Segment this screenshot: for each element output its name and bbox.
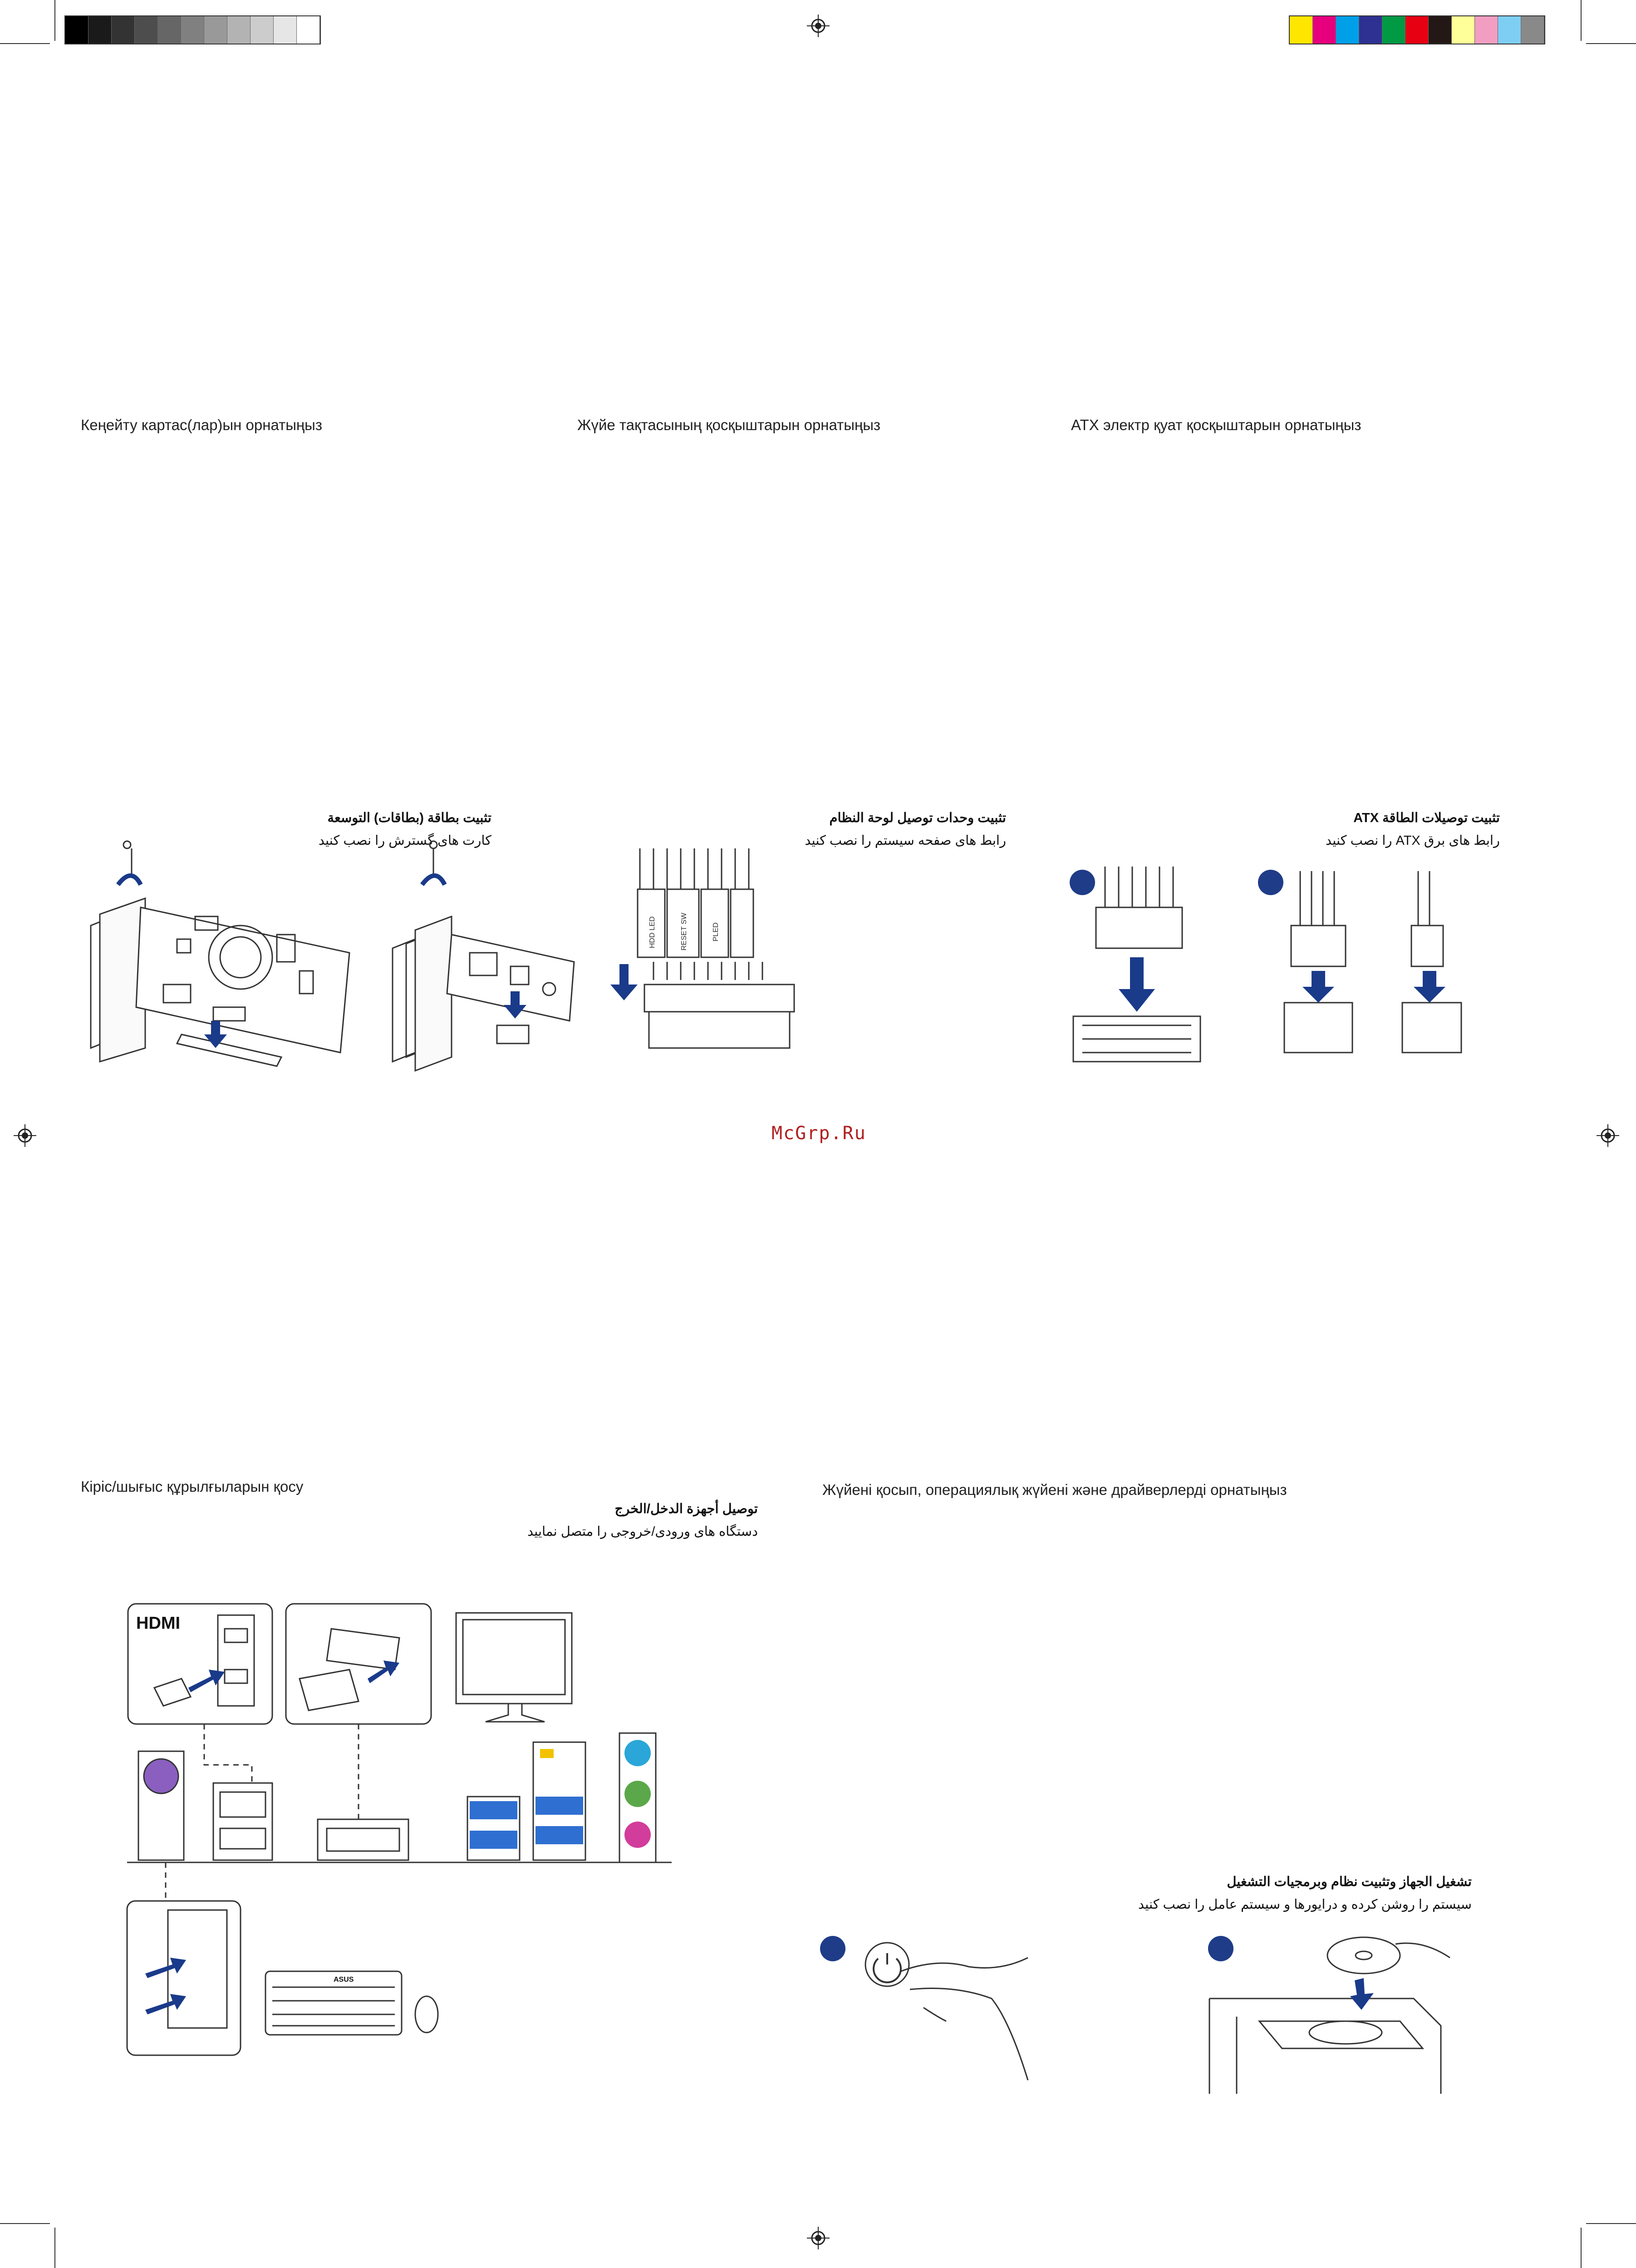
io-panel-illustration: HDMI ASUS	[126, 1603, 672, 2056]
registration-mark-left	[14, 1124, 36, 1147]
expansion-ar-title: تثبيت بطاقة (بطاقات) التوسعة	[327, 811, 491, 825]
gray-swatch	[251, 16, 274, 44]
crop-mark	[54, 2228, 55, 2268]
power-button-illustration: 1	[820, 1936, 1029, 2081]
dvd-install-illustration: 2	[1208, 1936, 1450, 2094]
atx-8pin-illustration: 2	[1258, 870, 1462, 1053]
expansion-card-illustration-small	[392, 840, 575, 1072]
gray-swatch	[112, 16, 135, 44]
gray-swatch	[297, 16, 320, 44]
process-swatch	[1452, 16, 1475, 44]
expansion-card-illustration-large	[90, 840, 350, 1067]
process-swatch	[1521, 16, 1544, 44]
gray-swatch	[274, 16, 297, 44]
gray-swatch	[65, 16, 88, 44]
process-swatch	[1405, 16, 1429, 44]
crop-mark	[0, 2223, 50, 2224]
expansion-fa-title: کارت های گسترش را نصب کنید	[318, 833, 491, 848]
registration-mark-bottom	[807, 2227, 830, 2249]
hdmi-logo: HDMI	[136, 1614, 180, 1633]
expansion-kz-title: Кеңейту картас(лар)ын орнатыңыз	[81, 416, 322, 433]
watermark: McGrp.Ru	[771, 1123, 866, 1144]
process-color-bar	[1289, 15, 1545, 44]
atx-24pin-illustration: 1	[1070, 867, 1201, 1063]
gray-swatch	[181, 16, 204, 44]
gray-swatch	[227, 16, 251, 44]
process-swatch	[1336, 16, 1359, 44]
keyboard-brand-logo: ASUS	[334, 1976, 354, 1984]
poweron-ar-title: تشغيل الجهاز وتثبيت نظام وبرمجيات التشغي…	[1227, 1875, 1472, 1889]
grayscale-color-bar	[64, 15, 321, 44]
registration-mark-right	[1597, 1124, 1619, 1147]
crop-mark	[1586, 43, 1636, 44]
poweron-kz-title: Жүйені қосып, операциялық жүйені және др…	[822, 1481, 1287, 1498]
panel-kz-title: Жүйе тақтасының қосқыштарын орнатыңыз	[577, 416, 881, 433]
atx-fa-title: رابط های برق ATX را نصب کنید	[1326, 833, 1500, 848]
io-fa-title: دستگاه های ورودی/خروجی را متصل نمایید	[527, 1524, 758, 1539]
process-swatch	[1290, 16, 1313, 44]
process-swatch	[1475, 16, 1498, 44]
crop-mark	[0, 43, 50, 44]
process-swatch	[1382, 16, 1405, 44]
panel-ar-title: تثبيت وحدات توصيل لوحة النظام	[829, 811, 1006, 825]
registration-mark-top	[807, 15, 830, 37]
pin-label-pled: PLED	[712, 922, 720, 941]
io-kz-title: Кіріс/шығыс құрылғыларын қосу	[81, 1478, 304, 1495]
process-swatch	[1498, 16, 1521, 44]
poweron-fa-title: سیستم را روشن کرده و درایورها و سیستم عا…	[1138, 1897, 1472, 1912]
crop-mark	[54, 0, 55, 41]
gray-swatch	[158, 16, 181, 44]
gray-swatch	[88, 16, 112, 44]
pin-label-hdd-led: HDD LED	[649, 916, 656, 948]
panel-connector-illustration: HDD LED RESET SW PLED	[610, 848, 795, 1049]
crop-mark	[1581, 2228, 1582, 2268]
gray-swatch	[135, 16, 158, 44]
crop-mark	[1581, 0, 1582, 41]
pin-label-reset-sw: RESET SW	[680, 912, 688, 950]
gray-swatch	[204, 16, 227, 44]
atx-ar-title: تثبيت توصيلات الطاقة ATX	[1353, 811, 1500, 825]
process-swatch	[1359, 16, 1382, 44]
crop-mark	[1586, 2223, 1636, 2224]
panel-fa-title: رابط های صفحه سیستم را نصب کنید	[805, 833, 1006, 848]
process-swatch	[1313, 16, 1336, 44]
process-swatch	[1429, 16, 1452, 44]
atx-kz-title: ATX электр қуат қосқыштарын орнатыңыз	[1071, 416, 1361, 433]
io-ar-title: توصيل أجهزة الدخل/الخرج	[614, 1502, 758, 1516]
